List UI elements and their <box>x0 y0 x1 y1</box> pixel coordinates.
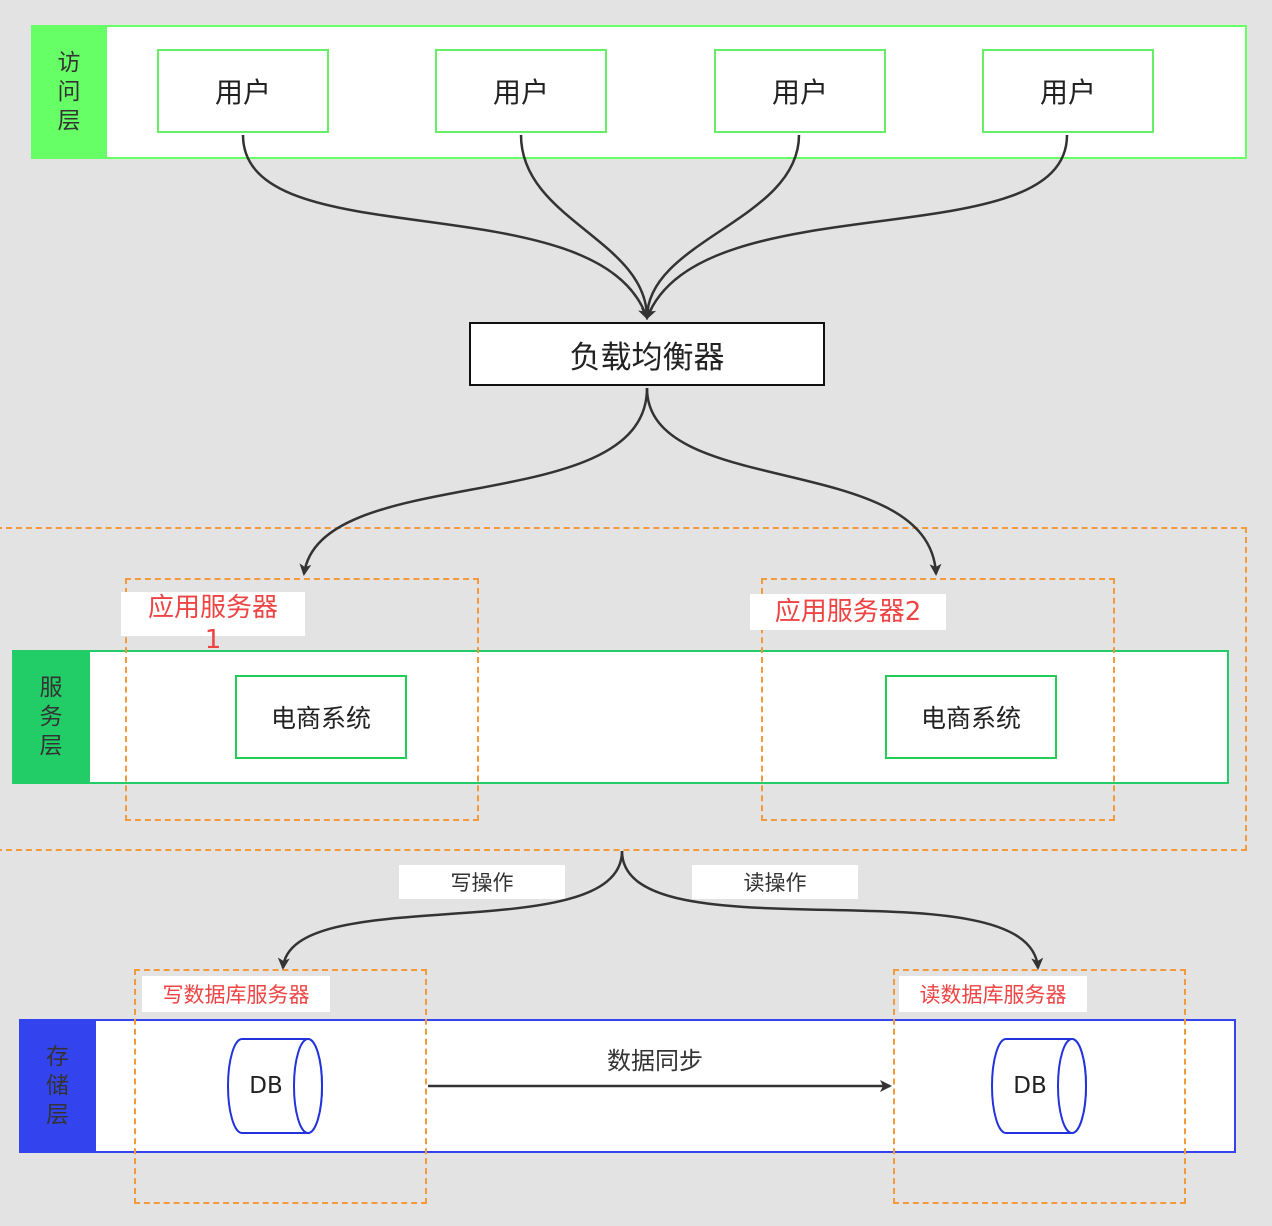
edge-write-op <box>277 850 624 970</box>
read-db-cylinder[interactable] <box>991 1038 1087 1134</box>
write-operation-label: 写操作 <box>399 865 565 899</box>
edge-user1-lb <box>241 134 650 320</box>
edge-user3-lb <box>641 134 801 320</box>
app-server-1-box <box>125 578 479 821</box>
write-db-cylinder[interactable] <box>227 1038 323 1134</box>
edge-read-op <box>620 850 1044 970</box>
load-balancer-node[interactable]: 负载均衡器 <box>469 322 825 386</box>
user-node-4[interactable]: 用户 <box>982 49 1154 133</box>
ecommerce-system-2[interactable]: 电商系统 <box>885 675 1057 759</box>
storage-layer-label: 存 储 层 <box>19 1019 96 1153</box>
write-db-server-box <box>134 969 427 1204</box>
user-node-2[interactable]: 用户 <box>435 49 607 133</box>
app-server-1-label: 应用服务器 1 <box>121 592 305 655</box>
user-node-1[interactable]: 用户 <box>157 49 329 133</box>
app-server-2-label: 应用服务器2 <box>750 594 946 630</box>
edge-user4-lb <box>645 134 1069 320</box>
app-server-2-box <box>761 578 1115 821</box>
read-db-server-box <box>893 969 1186 1204</box>
data-sync-label: 数据同步 <box>607 1046 703 1075</box>
ecommerce-system-1[interactable]: 电商系统 <box>235 675 407 759</box>
read-db-text: DB <box>1013 1073 1047 1099</box>
edge-user2-lb <box>519 134 653 320</box>
edge-lb-app2 <box>645 387 942 576</box>
service-region-dashed <box>0 527 1247 851</box>
read-db-server-label: 读数据库服务器 <box>899 976 1087 1012</box>
edge-lb-app1 <box>299 387 649 576</box>
service-layer-label: 服 务 层 <box>12 650 90 784</box>
access-layer-label: 访 问 层 <box>31 25 107 159</box>
write-db-server-label: 写数据库服务器 <box>142 976 330 1012</box>
user-node-3[interactable]: 用户 <box>714 49 886 133</box>
read-operation-label: 读操作 <box>692 865 858 899</box>
write-db-text: DB <box>249 1073 283 1099</box>
